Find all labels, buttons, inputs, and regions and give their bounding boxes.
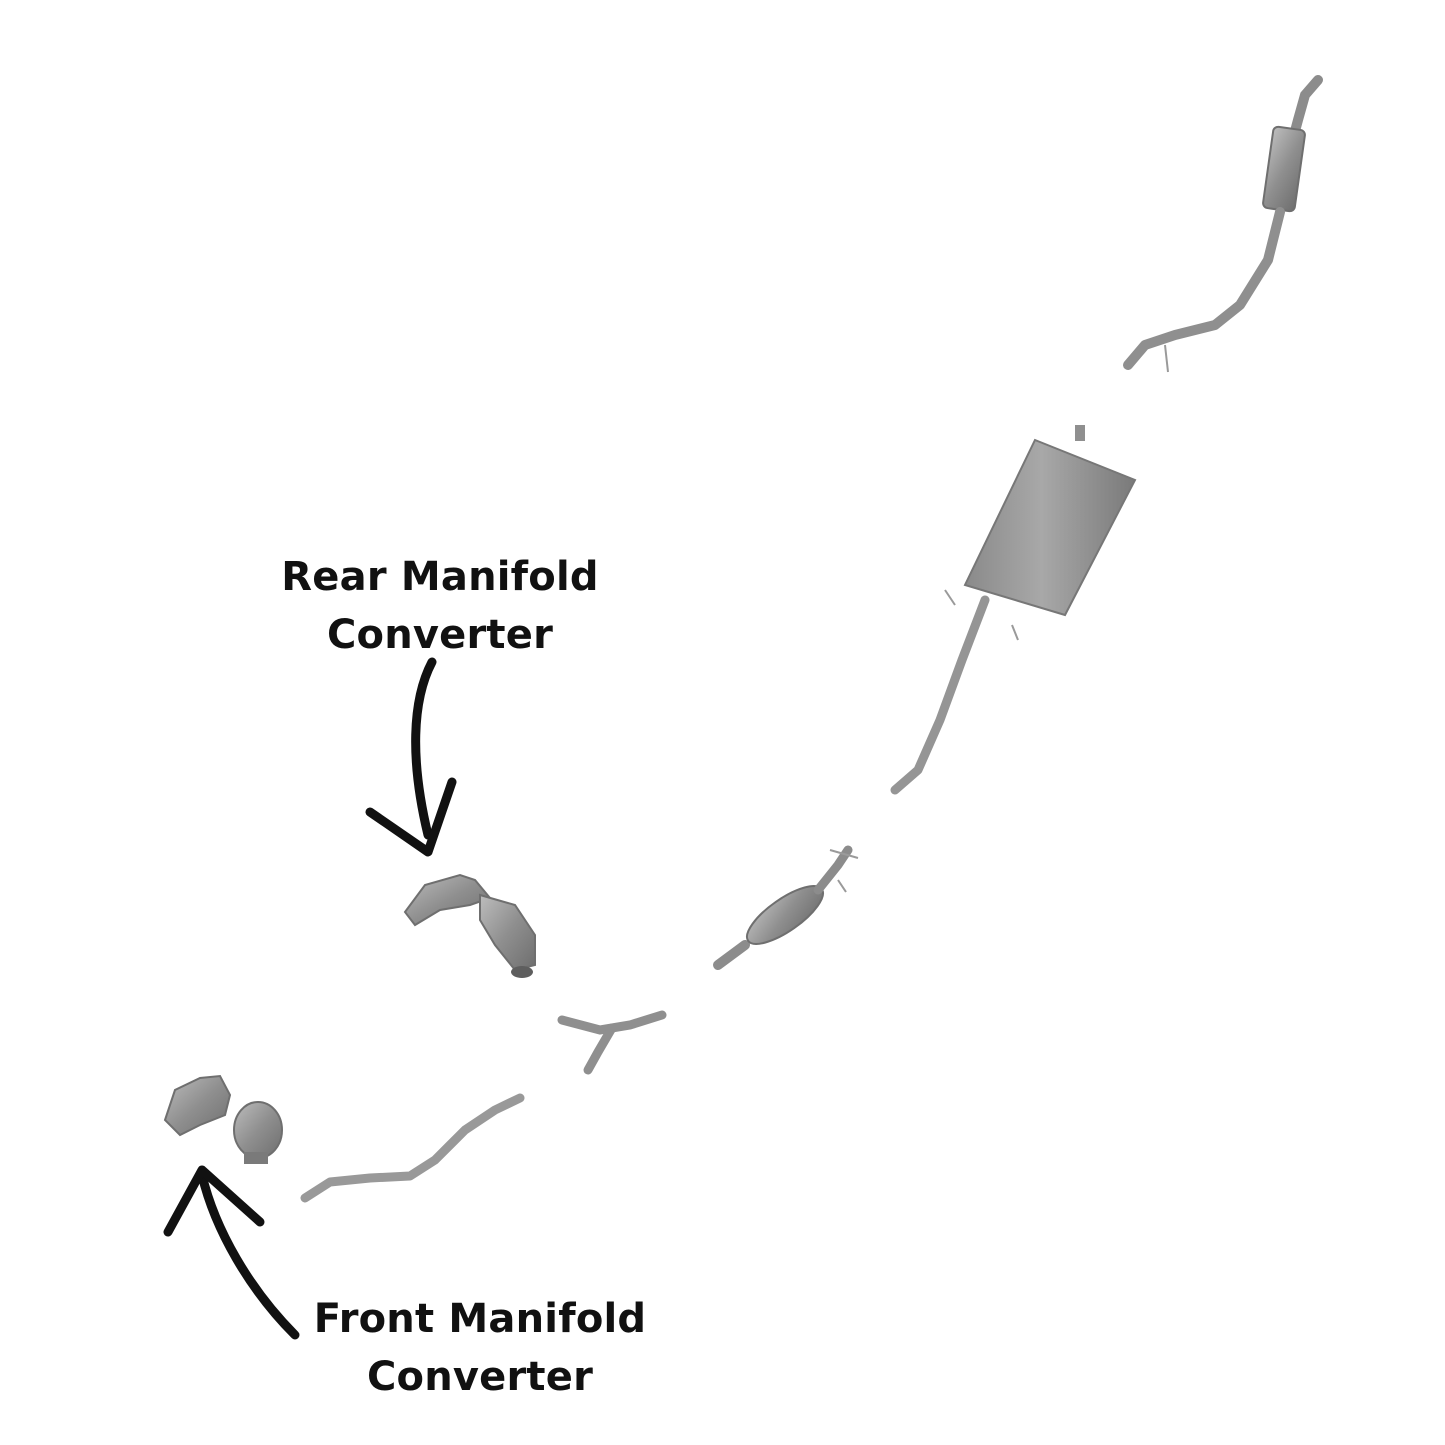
rear-label-line2: Converter (326, 612, 554, 658)
front-pipe (300, 1093, 525, 1203)
rear-manifold-converter (403, 873, 536, 978)
curved-arrow-up-icon (197, 1170, 300, 1340)
front-manifold-converter-label: Front Manifold Converter (290, 1290, 670, 1406)
curved-arrow-down-icon (411, 657, 437, 840)
intermediate-pipe (713, 845, 859, 970)
rear-label-line1: Rear Manifold (281, 554, 599, 600)
front-label-line1: Front Manifold (313, 1296, 647, 1342)
front-label-line2: Converter (366, 1354, 594, 1400)
arrow-head-up (163, 1165, 265, 1237)
arrow-head-down (365, 777, 457, 857)
tail-pipe (1123, 75, 1323, 373)
muffler-assembly (890, 425, 1137, 795)
front-manifold-converter (163, 1074, 283, 1164)
y-pipe (557, 1010, 667, 1075)
rear-manifold-converter-label: Rear Manifold Converter (250, 548, 630, 664)
